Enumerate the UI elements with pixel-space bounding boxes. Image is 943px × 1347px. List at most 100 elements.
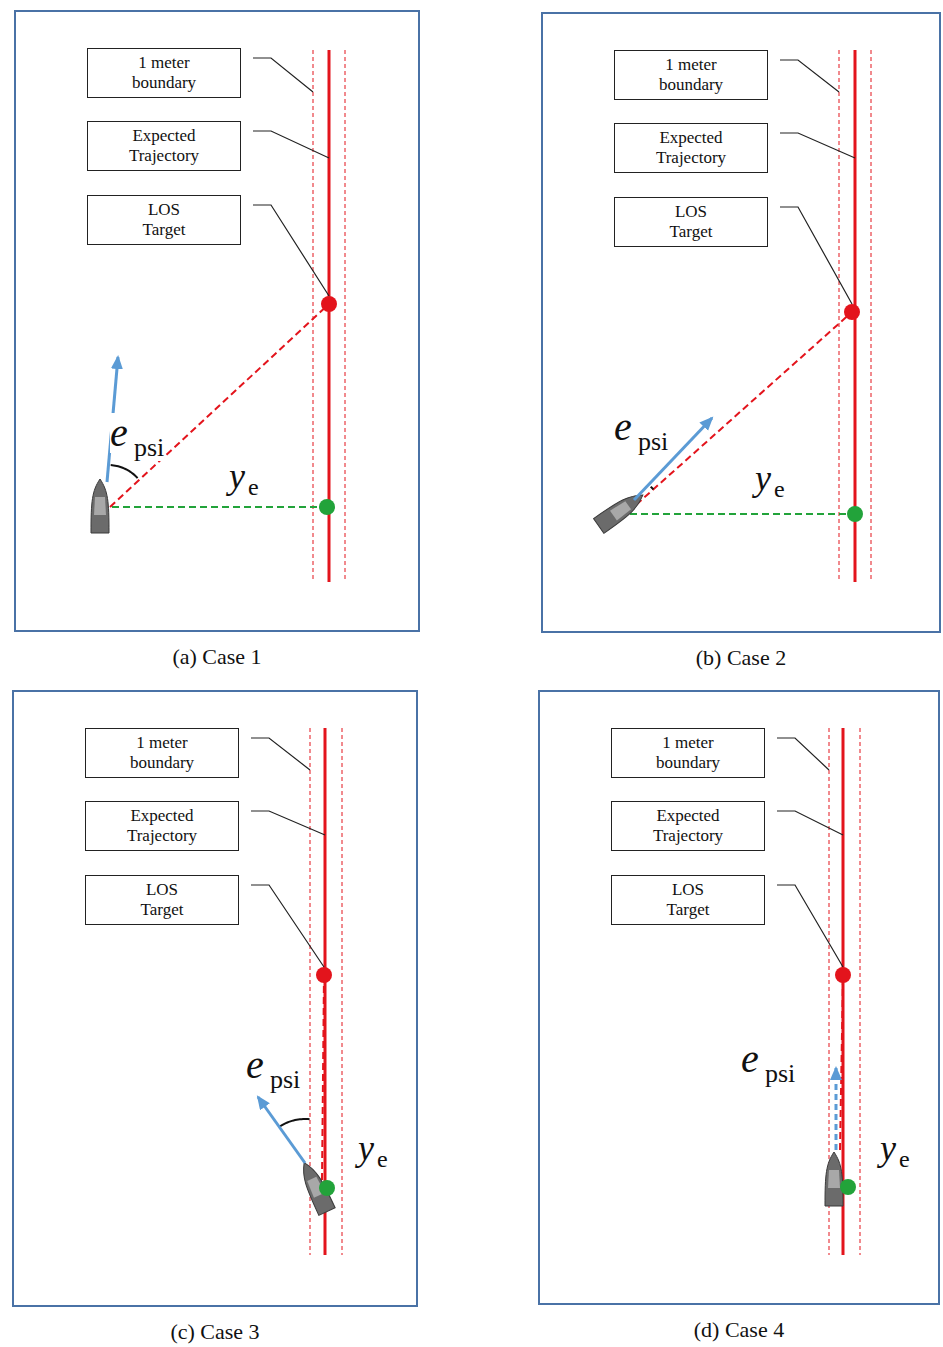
projection-dot bbox=[847, 506, 863, 522]
leader-line bbox=[780, 60, 839, 92]
subscript-label: e bbox=[774, 477, 785, 501]
label-box: Expected Trajectory bbox=[87, 121, 241, 171]
case-illustration bbox=[777, 728, 860, 1255]
box-label: Expected Trajectory bbox=[650, 806, 726, 846]
label-box: LOS Target bbox=[611, 875, 765, 925]
label-box: Expected Trajectory bbox=[611, 801, 765, 851]
case-panel: (c) Case 31 meter boundaryExpected Traje… bbox=[12, 690, 418, 1307]
los-line bbox=[322, 975, 324, 1180]
heading-arrow bbox=[835, 1068, 838, 1150]
leader-line bbox=[251, 738, 310, 770]
los-line bbox=[110, 304, 329, 507]
label-box: LOS Target bbox=[87, 195, 241, 245]
leader-line bbox=[777, 738, 829, 770]
heading-error-symbol: e bbox=[110, 413, 128, 453]
boat-hull bbox=[91, 479, 109, 533]
boundary-line bbox=[860, 728, 861, 1255]
los-line bbox=[628, 312, 852, 512]
projection-dot bbox=[319, 1180, 335, 1196]
case-panel: (b) Case 21 meter boundaryExpected Traje… bbox=[541, 12, 941, 633]
box-label: Expected Trajectory bbox=[126, 126, 202, 166]
leader-line bbox=[777, 811, 843, 835]
boundary-line bbox=[342, 728, 343, 1255]
box-label: 1 meter boundary bbox=[653, 55, 729, 95]
case-panel: (a) Case 11 meter boundaryExpected Traje… bbox=[14, 10, 420, 632]
cross-track-error-symbol: y bbox=[229, 458, 245, 494]
boat-cabin bbox=[94, 497, 106, 515]
leader-line bbox=[251, 885, 324, 967]
label-box: 1 meter boundary bbox=[85, 728, 239, 778]
leader-line bbox=[253, 205, 329, 296]
angle-arc bbox=[651, 487, 654, 490]
boat-cabin bbox=[828, 1170, 840, 1188]
label-box: 1 meter boundary bbox=[614, 50, 768, 100]
projection-dot bbox=[319, 499, 335, 515]
los-target-dot bbox=[835, 967, 851, 983]
box-label: LOS Target bbox=[124, 880, 200, 920]
heading-arrow bbox=[107, 357, 118, 482]
leader-line bbox=[780, 133, 855, 158]
los-target-dot bbox=[316, 967, 332, 983]
subscript-label: e bbox=[248, 475, 259, 499]
leader-line bbox=[253, 131, 329, 158]
cross-track-error-symbol: y bbox=[358, 1130, 374, 1166]
leader-line bbox=[780, 207, 852, 304]
panel-caption: (d) Case 4 bbox=[540, 1317, 938, 1343]
leader-line bbox=[251, 811, 325, 835]
angle-arc bbox=[111, 465, 138, 478]
cross-track-line bbox=[112, 506, 327, 508]
box-label: LOS Target bbox=[650, 880, 726, 920]
subscript-label: e bbox=[377, 1147, 388, 1171]
panel-caption: (c) Case 3 bbox=[14, 1319, 416, 1345]
boundary-line bbox=[839, 50, 840, 582]
boat-icon bbox=[296, 1159, 335, 1216]
heading-arrow bbox=[634, 418, 712, 500]
heading-error-symbol: e bbox=[614, 407, 632, 447]
case-illustration bbox=[251, 728, 342, 1255]
subscript-label: psi bbox=[134, 435, 164, 461]
subscript-label: psi bbox=[270, 1067, 300, 1093]
boundary-line bbox=[345, 50, 346, 582]
label-box: LOS Target bbox=[614, 197, 768, 247]
boat-hull bbox=[825, 1152, 843, 1206]
heading-error-symbol: e bbox=[741, 1039, 759, 1079]
boat-icon bbox=[91, 479, 109, 533]
los-target-dot bbox=[321, 296, 337, 312]
case-panel: (d) Case 41 meter boundaryExpected Traje… bbox=[538, 690, 940, 1305]
subscript-label: psi bbox=[765, 1061, 795, 1087]
cross-track-line bbox=[630, 513, 855, 515]
cross-track-error-symbol: y bbox=[880, 1130, 896, 1166]
label-box: Expected Trajectory bbox=[85, 801, 239, 851]
boundary-line bbox=[313, 50, 314, 582]
leader-line bbox=[777, 885, 843, 967]
box-label: 1 meter boundary bbox=[124, 733, 200, 773]
case-illustration bbox=[91, 50, 345, 582]
panel-caption: (a) Case 1 bbox=[16, 644, 418, 670]
box-label: LOS Target bbox=[126, 200, 202, 240]
heading-error-symbol: e bbox=[246, 1045, 264, 1085]
boat-icon bbox=[825, 1152, 843, 1206]
box-label: 1 meter boundary bbox=[650, 733, 726, 773]
subscript-label: psi bbox=[638, 429, 668, 455]
heading-arrow bbox=[258, 1097, 305, 1163]
panel-caption: (b) Case 2 bbox=[543, 645, 939, 671]
los-line bbox=[840, 975, 843, 1150]
angle-arc bbox=[279, 1119, 310, 1127]
label-box: 1 meter boundary bbox=[611, 728, 765, 778]
subscript-label: e bbox=[899, 1147, 910, 1171]
box-label: LOS Target bbox=[653, 202, 729, 242]
boat-hull bbox=[296, 1159, 335, 1216]
label-box: LOS Target bbox=[85, 875, 239, 925]
case-illustration bbox=[594, 50, 871, 582]
projection-dot bbox=[840, 1179, 856, 1195]
boundary-line bbox=[871, 50, 872, 582]
box-label: Expected Trajectory bbox=[124, 806, 200, 846]
los-target-dot bbox=[844, 304, 860, 320]
boat-cabin bbox=[610, 500, 632, 520]
box-label: Expected Trajectory bbox=[653, 128, 729, 168]
leader-line bbox=[253, 58, 313, 92]
box-label: 1 meter boundary bbox=[126, 53, 202, 93]
